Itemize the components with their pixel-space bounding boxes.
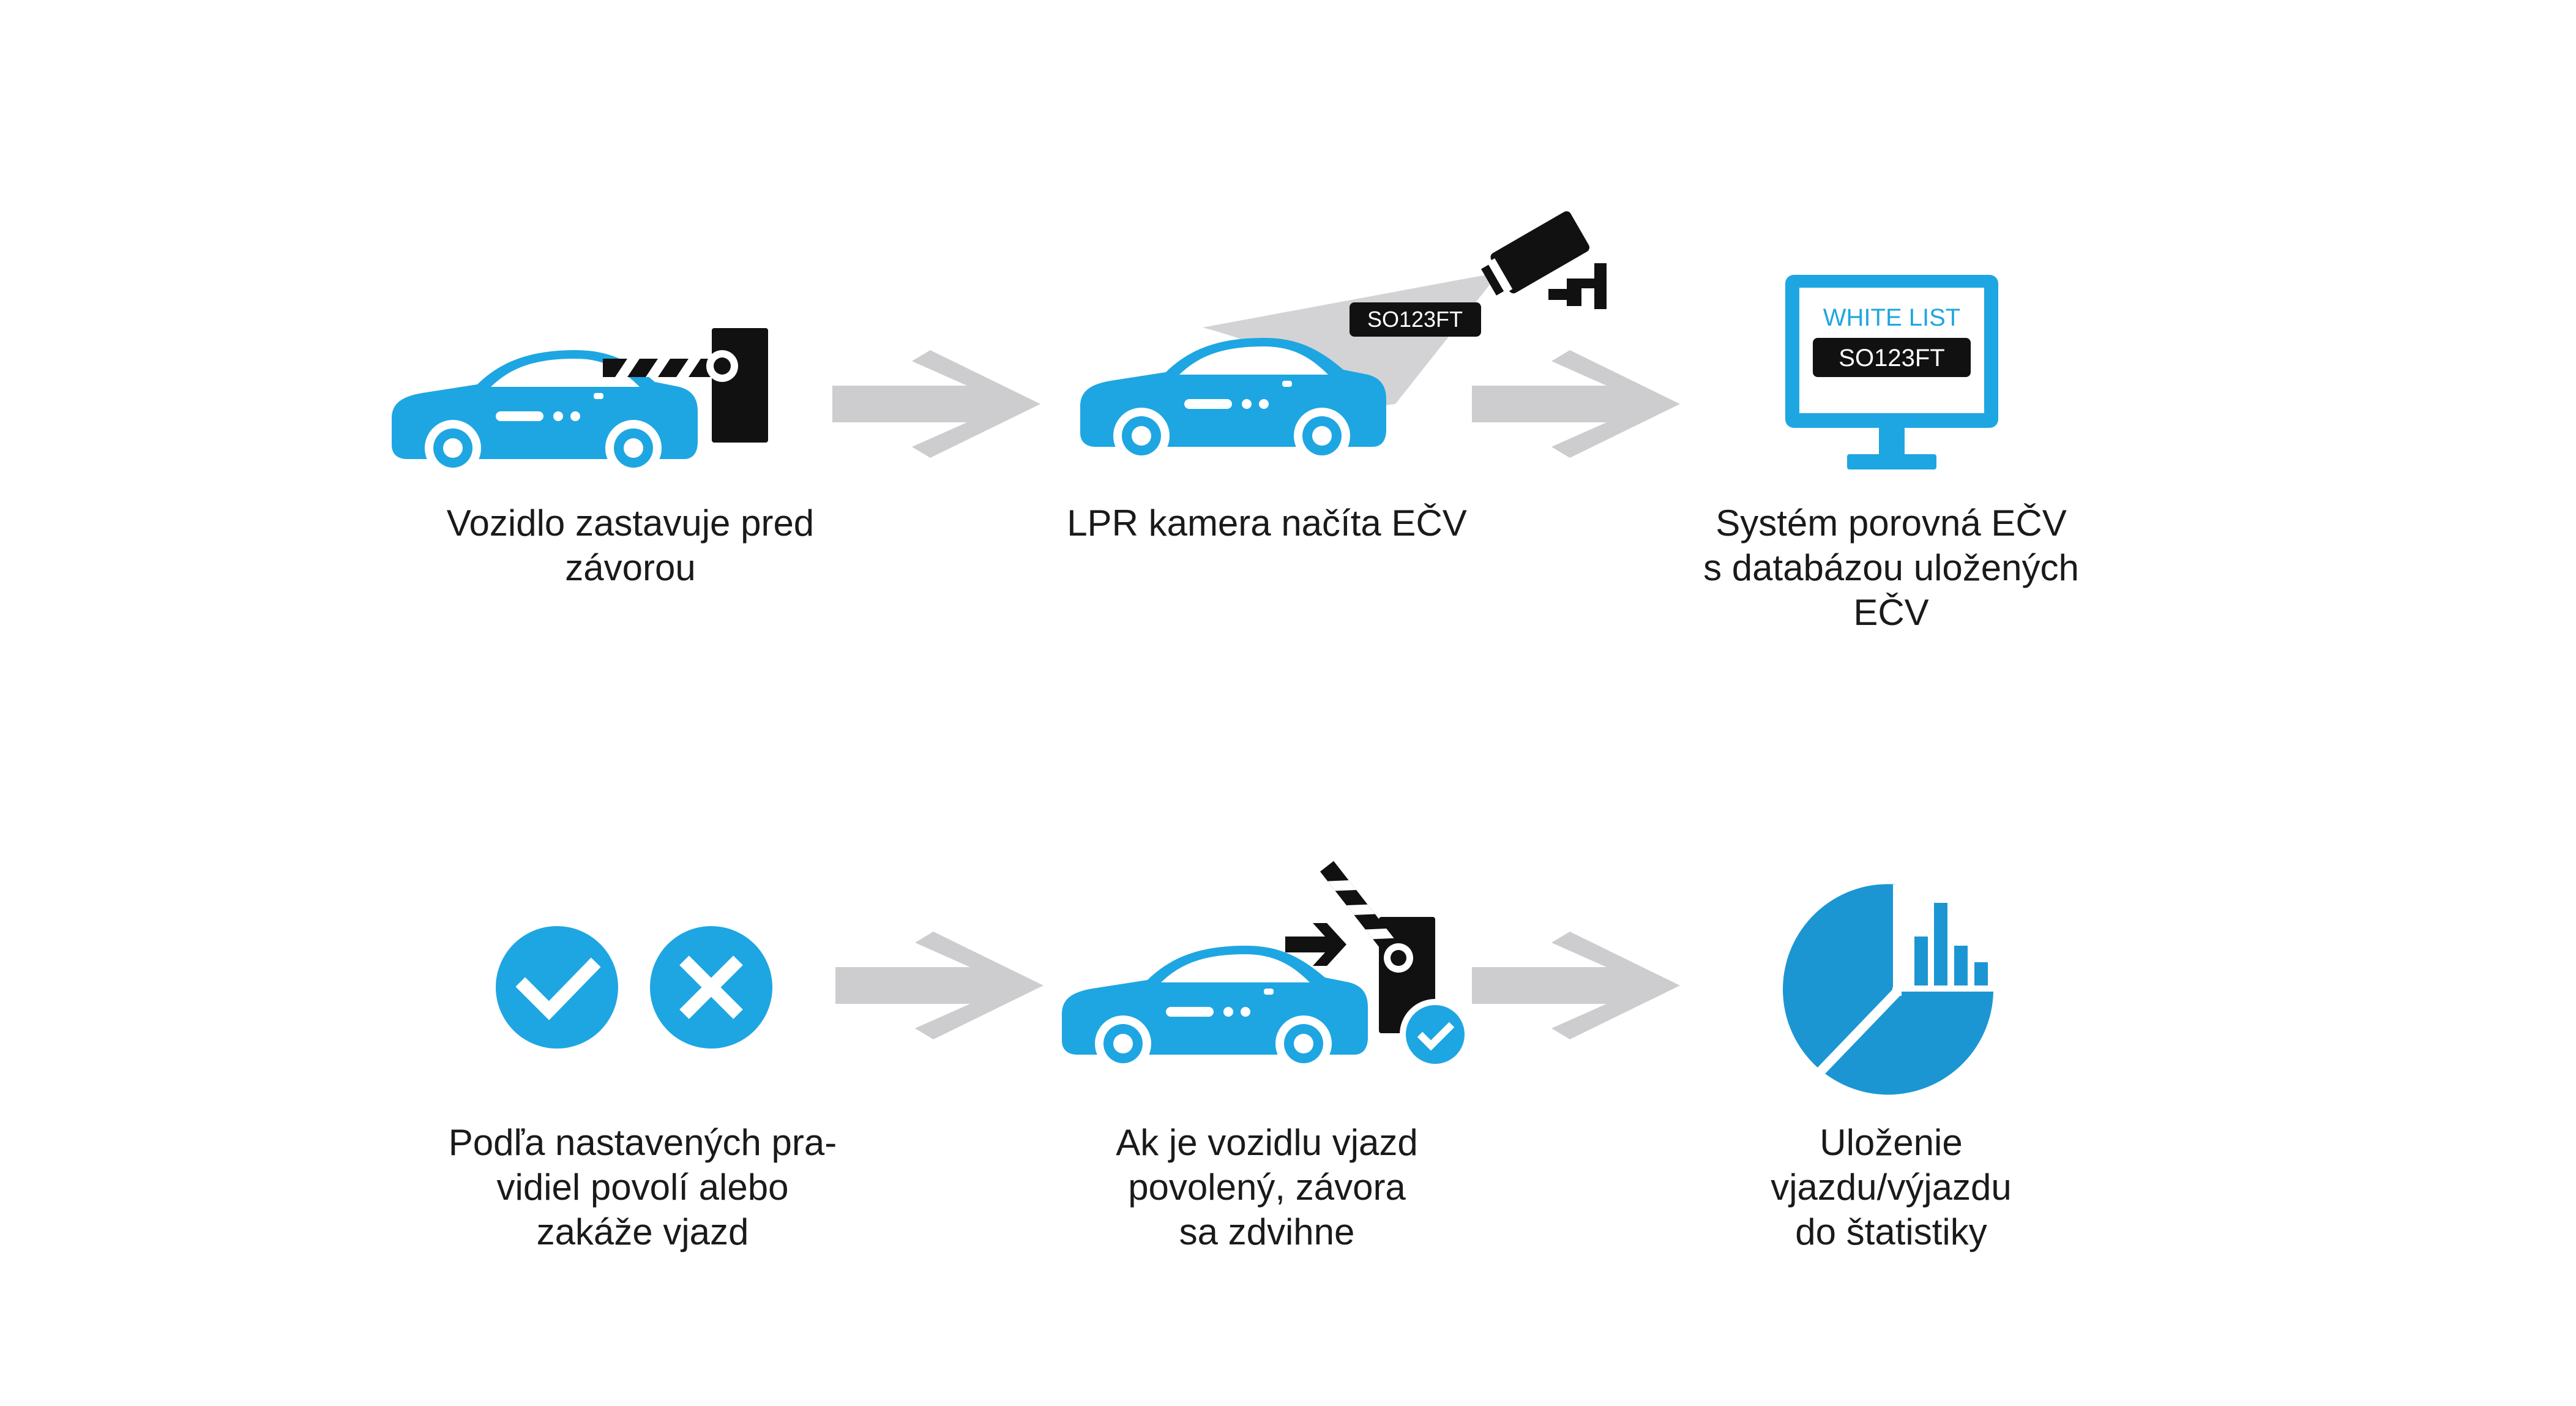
step5-illustration: [1062, 861, 1471, 1072]
license-plate: SO123FT: [1350, 302, 1481, 337]
security-camera-icon: [1480, 211, 1607, 309]
caption-line: vjazdu/výjazdu: [1771, 1167, 2012, 1208]
step5-caption: Ak je vozidlu vjazd povolený, závora sa …: [1028, 1120, 1506, 1254]
plate-text: SO123FT: [1367, 307, 1463, 332]
step4-caption: Podľa nastavených pra- vidiel povolí ale…: [404, 1120, 881, 1254]
caption-line: vidiel povolí alebo: [496, 1167, 789, 1208]
cross-circle-icon: [650, 926, 772, 1049]
flow-arrow-4: [1472, 932, 1680, 1039]
step1-illustration: [392, 328, 768, 476]
caption-line: Vozidlo zastavuje pred: [446, 503, 815, 544]
barrier-closed-icon: [603, 328, 768, 443]
monitor-icon: WHITE LIST SO123FT: [1785, 275, 1998, 469]
step6-caption: Uloženie vjazdu/výjazdu do štatistiky: [1652, 1120, 2130, 1254]
caption-line: zakáže vjazd: [536, 1211, 749, 1252]
caption-line: LPR kamera načíta EČV: [1067, 503, 1467, 544]
flow-arrow-2: [1472, 350, 1680, 458]
step2-caption: LPR kamera načíta EČV: [1028, 501, 1506, 545]
caption-line: sa zdvihne: [1179, 1211, 1355, 1252]
caption-line: Ak je vozidlu vjazd: [1116, 1122, 1418, 1163]
caption-line: Podľa nastavených pra-: [448, 1122, 837, 1163]
plate-text: SO123FT: [1839, 345, 1944, 372]
whitelist-label: WHITE LIST: [1823, 304, 1960, 331]
caption-line: Uloženie: [1820, 1122, 1963, 1163]
caption-line: do štatistiky: [1795, 1211, 1987, 1252]
caption-line: závorou: [565, 547, 696, 588]
raise-arrow-icon: [1285, 923, 1346, 966]
caption-line: povolený, závora: [1128, 1167, 1406, 1208]
step2-illustration: SO123FT: [1080, 211, 1607, 464]
check-badge-icon: [1400, 999, 1471, 1070]
check-circle-icon: [496, 926, 618, 1049]
step4-illustration: [496, 926, 772, 1049]
caption-line: Systém porovná EČV: [1715, 503, 2067, 544]
flow-arrow-1: [832, 350, 1040, 458]
step1-caption: Vozidlo zastavuje pred závorou: [392, 501, 869, 590]
pie-bar-chart-icon: [1783, 884, 1993, 1095]
flow-arrow-3: [835, 932, 1043, 1039]
caption-line: s databázou uložených: [1703, 547, 2079, 588]
caption-line: EČV: [1853, 592, 1929, 633]
step3-caption: Systém porovná EČV s databázou uložených…: [1652, 501, 2130, 635]
